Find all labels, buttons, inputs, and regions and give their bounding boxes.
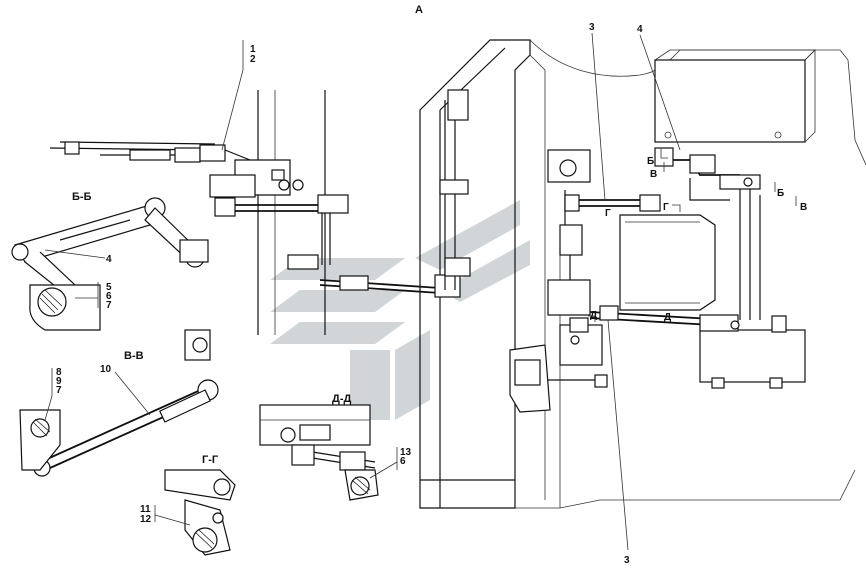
section-gg xyxy=(164,469,236,556)
callout-3-bottom: 3 xyxy=(624,555,630,566)
callout-7-bb: 7 xyxy=(106,300,112,311)
marker-b2: Б xyxy=(777,188,784,199)
callout-5: 5 xyxy=(106,282,112,293)
callout-3-top: 3 xyxy=(589,22,595,33)
central-gear-box xyxy=(547,149,761,366)
upper-right-box xyxy=(654,49,816,143)
callout-13: 13 xyxy=(400,447,412,458)
text-labels: А Б-Б В-В Г-Г Д-Д 1 2 3 4 3 4 5 6 7 10 8… xyxy=(56,4,807,566)
lower-right-cylinder xyxy=(699,315,806,389)
callout-8: 8 xyxy=(56,367,62,378)
section-vv-label: В-В xyxy=(124,350,144,362)
callout-4-bb: 4 xyxy=(106,254,112,265)
watermark-logo xyxy=(270,200,530,420)
section-dd xyxy=(259,404,379,501)
marker-d2: Д xyxy=(664,312,671,323)
marker-d1: Д xyxy=(590,310,597,321)
cable-assembly xyxy=(49,141,251,163)
marker-v1: В xyxy=(650,169,657,180)
section-gg-label: Г-Г xyxy=(202,454,219,466)
view-a-label: А xyxy=(415,4,423,16)
callout-6-bb: 6 xyxy=(106,291,112,302)
section-dd-label: Д-Д xyxy=(332,393,351,405)
callout-6-dd: 6 xyxy=(400,456,406,467)
marker-g2: Г xyxy=(663,202,669,213)
leader-lines xyxy=(44,32,797,551)
callout-11: 11 xyxy=(140,504,151,515)
callout-12: 12 xyxy=(140,514,152,525)
section-bb-label: Б-Б xyxy=(72,191,92,203)
section-vv xyxy=(19,329,219,477)
callout-9: 9 xyxy=(56,376,62,387)
callout-10: 10 xyxy=(100,364,112,375)
upper-linkage xyxy=(564,147,761,212)
callout-4-top: 4 xyxy=(637,24,643,35)
callout-7-vv: 7 xyxy=(56,385,62,396)
callout-1: 1 xyxy=(250,44,256,55)
left-bracket xyxy=(209,89,471,298)
callout-2: 2 xyxy=(250,54,256,65)
lower-bracket xyxy=(509,344,608,413)
marker-v2: В xyxy=(800,202,807,213)
marker-g1: Г xyxy=(605,208,611,219)
section-bb xyxy=(11,197,209,331)
lower-linkage xyxy=(569,305,740,333)
marker-b1: Б xyxy=(647,156,654,167)
